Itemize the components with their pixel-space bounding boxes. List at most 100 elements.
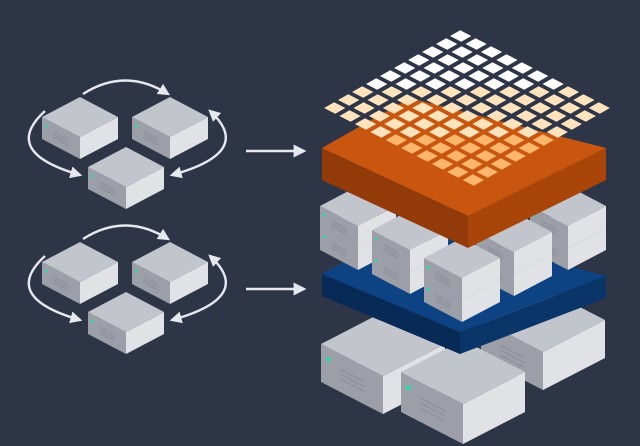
grid-tile [501,118,524,130]
grid-tile [401,142,423,154]
server-vent-line [419,407,445,422]
server-left-face [42,117,80,159]
grid-tile [380,70,402,82]
grid-tile [459,142,482,154]
server-vent-line [331,245,347,255]
grid-tile [457,110,479,122]
tile-grid [324,30,610,186]
server-vent-line [53,131,69,141]
lower-server-cluster [27,224,227,354]
grid-tile [412,102,434,114]
server-vent-line [143,282,159,291]
server-vent-line [383,244,399,254]
grid-tile [396,94,419,106]
grid-tile [441,102,463,114]
slab-front-face [322,148,468,248]
grid-tile [437,54,459,66]
grid-tile [454,78,476,90]
grid-tile [398,110,420,122]
grid-tile [473,134,496,146]
grid-tile [370,126,392,138]
server-right-face [568,228,606,270]
grid-tile [410,86,433,98]
server-left-face [42,262,80,304]
grid-tile [487,126,510,138]
grid-tile [447,166,469,178]
server-left-face [132,262,170,304]
grid-tile [480,46,503,58]
server-vent-line [435,297,451,307]
cluster-to-layer-arrows [246,144,307,296]
grid-tile [557,86,580,98]
grid-tile [466,54,489,66]
server-status-led [134,124,139,128]
grid-tile [490,158,512,170]
cycle-arrow-top [82,79,171,96]
grid-tile [542,78,564,90]
server-status-led [322,213,327,217]
server-status-led [374,259,379,263]
middle-server-row [320,186,606,322]
slab-side-face [460,276,606,354]
server-status-led [44,269,49,273]
grid-tile [517,126,539,138]
server-vent-line [53,279,69,289]
grid-tile [413,118,435,130]
grid-tile [445,150,468,162]
server-vent-line [53,137,69,146]
server-left-face [372,252,410,294]
grid-tile [527,70,549,82]
server-left-face [530,206,568,248]
server-vent-line [53,134,69,144]
grid-tile [394,62,416,74]
server-status-led [134,269,139,273]
server-top-face [88,292,164,332]
server-right-face [410,230,448,272]
grid-tile [382,102,405,114]
slab-side-face [468,148,606,248]
server-vent-line [99,332,115,341]
server-vent-line [331,226,347,235]
server-left-face [372,230,410,272]
grid-tile [430,142,452,154]
grid-tile [462,174,484,186]
grid-tile [450,30,472,42]
server-top-face [42,97,118,137]
grid-tile [416,150,438,162]
grid-tile [531,118,553,130]
server-node-right [132,242,208,304]
server-left-face [320,206,358,248]
grid-tile [436,38,458,50]
grid-tile [503,134,525,146]
server-right-face [80,117,118,159]
server-node-left [42,97,118,159]
grid-tile [324,102,346,114]
grid-tile [426,94,448,106]
server-vent-line [499,349,525,363]
grid-tile [427,110,449,122]
server-status-led [426,265,431,269]
grid-tile [483,78,505,90]
grid-tile [500,102,522,114]
server-right-face [463,372,525,444]
cycle-arrow-left [27,255,83,324]
grid-tile [399,126,421,138]
grid-tile [408,54,430,66]
server-left-face [476,232,514,274]
grid-tile [354,118,377,130]
server-vent-line [435,278,451,287]
cycle-arrow-top [82,224,171,241]
server-right-face [462,258,500,300]
server-status-led [405,385,412,391]
grid-tile [528,86,550,98]
server-left-face [132,117,170,159]
grid-tile [381,86,403,98]
grid-tile [409,70,431,82]
server-vent-line [53,282,69,291]
server-vent-line [435,300,451,309]
grid-tile [472,118,494,130]
server-status-led [90,319,95,323]
grid-tile [529,102,552,114]
server-top-face [42,242,118,282]
server-vent-line [99,326,115,336]
